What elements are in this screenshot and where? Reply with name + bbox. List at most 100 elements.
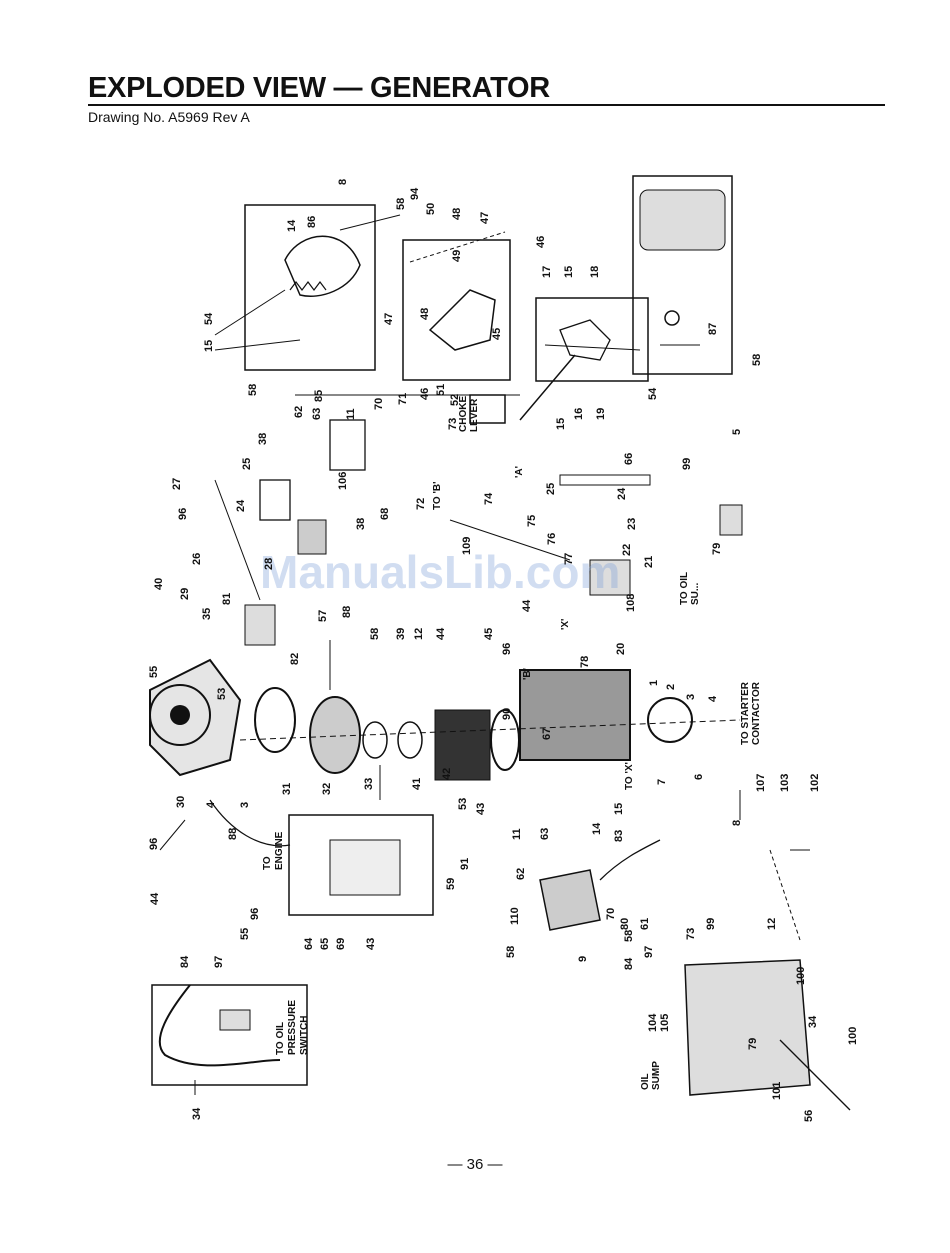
drain-assembly bbox=[779, 1039, 851, 1111]
callout: 79 bbox=[747, 1038, 759, 1050]
callout: 67 bbox=[541, 728, 553, 740]
note-to-engine: TO ENGINE bbox=[262, 831, 285, 870]
choke-cable bbox=[519, 354, 576, 421]
throttle-bracket bbox=[329, 419, 366, 471]
bracket-lower-right bbox=[769, 849, 801, 941]
callout: 72 bbox=[415, 498, 427, 510]
callout: 85 bbox=[313, 390, 325, 402]
marker-x: 'X' bbox=[560, 619, 571, 630]
engine-top-drawing bbox=[639, 189, 726, 251]
callout: 46 bbox=[535, 236, 547, 248]
leader-line bbox=[214, 479, 261, 601]
svg-text:CHOKE: CHOKE bbox=[458, 396, 469, 432]
inset-box-choke-spring bbox=[244, 204, 376, 371]
svg-text:SUMP: SUMP bbox=[651, 1061, 662, 1090]
callout: 12 bbox=[413, 628, 425, 640]
title-divider bbox=[88, 104, 885, 106]
callout: 44 bbox=[435, 627, 447, 640]
callout: 46 bbox=[419, 388, 431, 400]
callout: 53 bbox=[457, 798, 469, 810]
callout: 42 bbox=[441, 768, 453, 780]
callout: 9 bbox=[577, 956, 589, 962]
callout: 59 bbox=[445, 878, 457, 890]
callout: 35 bbox=[201, 608, 213, 620]
callout: 63 bbox=[539, 828, 551, 840]
inset-box-choke-bracket bbox=[402, 239, 511, 381]
callout: 108 bbox=[625, 594, 637, 612]
callout: 102 bbox=[809, 774, 821, 792]
callout: 100 bbox=[847, 1027, 859, 1045]
note-to-oil-su: TO OIL SU... bbox=[679, 572, 701, 605]
callout: 70 bbox=[373, 398, 385, 410]
callout: 14 bbox=[286, 219, 298, 232]
callout: 20 bbox=[615, 643, 627, 655]
callout: 76 bbox=[546, 533, 558, 545]
callout: 11 bbox=[511, 828, 523, 840]
callout: 82 bbox=[289, 653, 301, 665]
callout: 84 bbox=[179, 955, 191, 968]
callout: 24 bbox=[616, 487, 628, 500]
callout: 30 bbox=[175, 796, 187, 808]
leader-line bbox=[449, 519, 571, 561]
callout: 99 bbox=[705, 918, 717, 930]
callout: 65 bbox=[319, 938, 331, 950]
wire-harness bbox=[209, 799, 291, 847]
note-oil-sump: OIL SUMP bbox=[640, 1061, 662, 1090]
choke-bracket-drawing bbox=[428, 289, 496, 351]
callout: 106 bbox=[337, 472, 349, 490]
callout: 29 bbox=[179, 588, 191, 600]
callout: 50 bbox=[425, 203, 437, 215]
leader-line bbox=[214, 289, 286, 336]
callout: 58 bbox=[505, 946, 517, 958]
callout: 104 bbox=[647, 1013, 659, 1032]
svg-text:OIL: OIL bbox=[640, 1073, 651, 1090]
callout: 41 bbox=[411, 778, 423, 790]
solenoid-part bbox=[259, 479, 291, 521]
solenoid-body bbox=[297, 519, 327, 555]
bearing-part bbox=[362, 721, 388, 759]
leader-line bbox=[214, 339, 301, 351]
callout: 4 bbox=[205, 801, 217, 808]
callout: 62 bbox=[515, 868, 527, 880]
callout: 58 bbox=[247, 384, 259, 396]
starter-gear bbox=[647, 697, 693, 743]
callout: 90 bbox=[501, 708, 513, 720]
callout: 75 bbox=[526, 515, 538, 527]
callout: 33 bbox=[363, 778, 375, 790]
oil-line bbox=[599, 839, 661, 881]
note-choke-lever: CHOKE LEVER bbox=[458, 396, 480, 432]
callout: 15 bbox=[203, 340, 215, 352]
callout: 84 bbox=[623, 957, 635, 970]
callout: 74 bbox=[483, 492, 495, 505]
callout: 73 bbox=[447, 418, 459, 430]
choke-rod bbox=[409, 231, 506, 263]
callout: 73 bbox=[685, 928, 697, 940]
linkage-pivot bbox=[664, 310, 680, 326]
callout: 81 bbox=[221, 593, 233, 605]
watermark: ManualsLib.com bbox=[260, 546, 620, 598]
blower-housing bbox=[149, 658, 242, 777]
inset-box-throttle bbox=[535, 297, 649, 382]
callout: 25 bbox=[241, 458, 253, 470]
callout: 54 bbox=[647, 387, 659, 400]
callout: 38 bbox=[355, 518, 367, 530]
callout: 91 bbox=[459, 858, 471, 870]
callout: 56 bbox=[803, 1110, 815, 1122]
callout: 39 bbox=[395, 628, 407, 640]
callout: 58 bbox=[369, 628, 381, 640]
callout: 3 bbox=[685, 694, 697, 700]
carburetor-part bbox=[589, 559, 631, 596]
callout: 16 bbox=[573, 408, 585, 420]
callout: 71 bbox=[397, 393, 409, 405]
svg-text:CONTACTOR: CONTACTOR bbox=[751, 681, 762, 745]
linkage-rod bbox=[544, 344, 641, 351]
callout: 21 bbox=[643, 556, 655, 568]
callout: 43 bbox=[475, 803, 487, 815]
callout: 63 bbox=[311, 408, 323, 420]
callout-group: 8 58 94 50 48 47 46 14 86 54 15 58 85 17… bbox=[148, 179, 859, 1122]
callout: 34 bbox=[191, 1107, 203, 1120]
callout: 1 bbox=[648, 680, 660, 686]
callout: 55 bbox=[239, 928, 251, 940]
callout: 45 bbox=[491, 328, 503, 340]
callout: 58 bbox=[623, 930, 635, 942]
